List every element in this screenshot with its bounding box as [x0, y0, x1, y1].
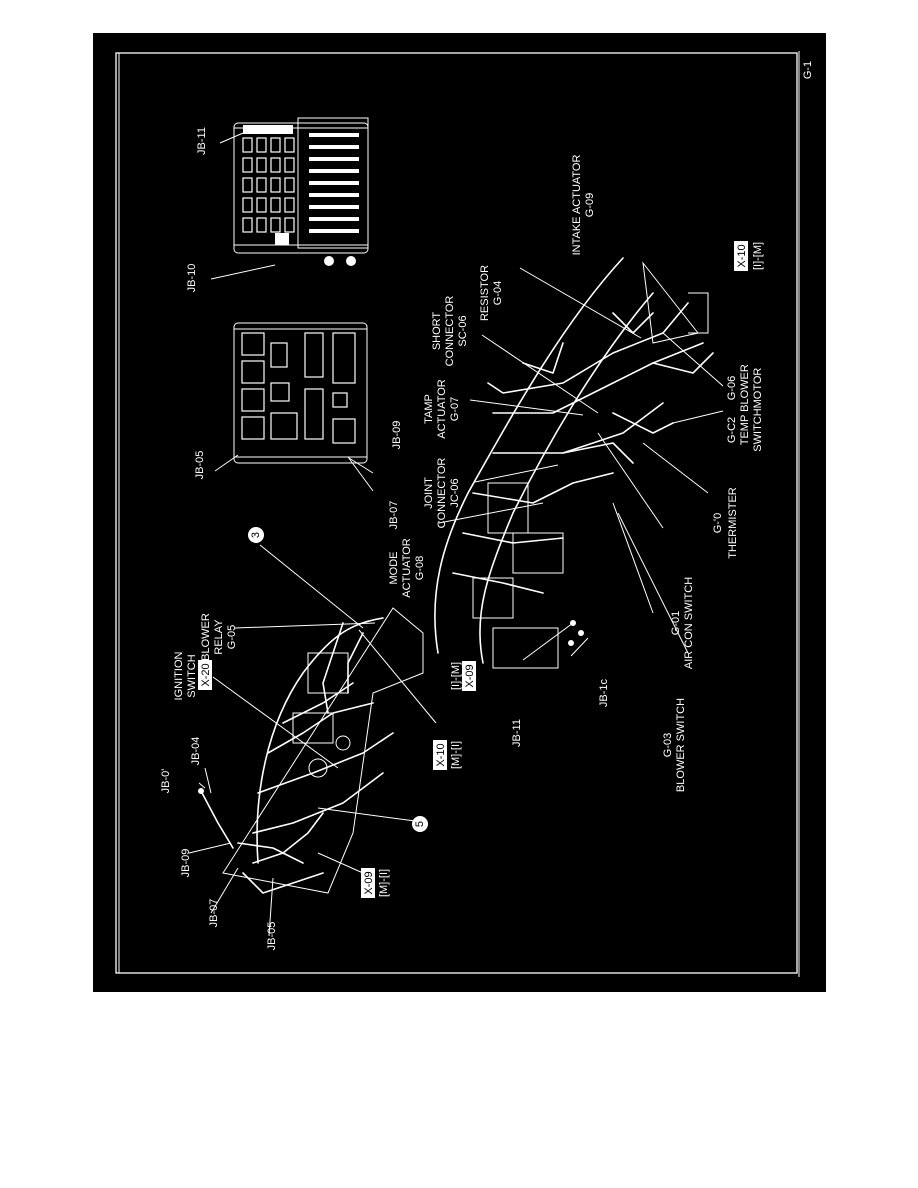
svg-text:BLOWER: BLOWER	[200, 613, 212, 661]
svg-text:[M]-[I]: [M]-[I]	[378, 869, 390, 897]
svg-text:G-03: G-03	[662, 733, 674, 757]
svg-text:INTAKE ACTUATOR: INTAKE ACTUATOR	[571, 155, 583, 256]
svg-text:JOINT: JOINT	[423, 477, 435, 509]
svg-text:JB-0': JB-0'	[160, 769, 172, 794]
svg-text:3: 3	[250, 532, 262, 538]
svg-text:G-04: G-04	[492, 281, 504, 305]
svg-text:JB-05: JB-05	[266, 922, 278, 951]
svg-text:X-09: X-09	[363, 871, 375, 894]
svg-text:JB-09: JB-09	[180, 849, 192, 878]
label-jb04-left: JB-04	[190, 737, 202, 766]
svg-text:ACTUATOR: ACTUATOR	[401, 538, 413, 598]
leader-lines	[188, 129, 724, 937]
svg-text:SWITCH: SWITCH	[186, 654, 198, 697]
svg-text:JB-05: JB-05	[194, 451, 206, 480]
svg-text:SC-06: SC-06	[457, 315, 469, 346]
label-air-con-switch: G-01 AIR CON SWITCH	[670, 577, 695, 669]
svg-text:G-01: G-01	[670, 611, 682, 635]
svg-text:CONNECTOR: CONNECTOR	[436, 458, 448, 529]
relay-socket-grid	[309, 133, 359, 233]
label-jb09-left: JB-09	[180, 849, 192, 878]
label-jb05-left: JB-05	[266, 922, 278, 951]
label-x09-low: X-09 [M]-[I]	[361, 868, 390, 898]
svg-text:JB-04: JB-04	[190, 737, 202, 766]
hvac-assembly	[434, 257, 714, 669]
svg-text:AIR CON SWITCH: AIR CON SWITCH	[683, 577, 695, 669]
svg-text:SWITCH: SWITCH	[752, 408, 764, 451]
svg-text:JB-11: JB-11	[511, 719, 523, 747]
diagram-panel: G-1	[93, 33, 826, 992]
label-jb09-top: JB-09	[391, 421, 403, 450]
dash-wiring-harness	[198, 607, 424, 894]
svg-text:G-08: G-08	[414, 556, 426, 580]
inner-frame	[115, 52, 798, 974]
svg-text:G-09: G-09	[584, 193, 596, 217]
label-jb0x-left: JB-0'	[160, 769, 172, 794]
callout-3: 3	[248, 527, 264, 543]
label-short-connector: SHORT CONNECTOR SC-06	[431, 296, 469, 367]
svg-text:G-05: G-05	[226, 625, 238, 649]
svg-text:BLOWER: BLOWER	[739, 364, 751, 412]
callout-5: 5	[412, 816, 428, 832]
svg-text:JB-07: JB-07	[208, 899, 220, 928]
label-resistor: RESISTOR G-04	[479, 265, 504, 321]
svg-text:JB-07: JB-07	[388, 501, 400, 530]
label-temp-switch: G-C2 TEMP SWITCH	[726, 408, 764, 451]
svg-text:5: 5	[414, 821, 426, 827]
relay-box-jb05-jb07-jb09	[233, 322, 368, 464]
label-jb05-top: JB-05	[194, 451, 206, 480]
label-jb11-bottom: JB-11	[511, 719, 523, 747]
label-thermister: G-'0 THERMISTER	[712, 487, 739, 559]
svg-text:G-'0: G-'0	[712, 513, 724, 533]
svg-text:G-06: G-06	[726, 376, 738, 400]
svg-text:[I]-[M]: [I]-[M]	[752, 242, 764, 270]
svg-text:[I]-[M]: [I]-[M]	[450, 662, 462, 690]
label-x10-left: X-10 [M]-[I]	[433, 740, 462, 770]
svg-text:BLOWER SWITCH: BLOWER SWITCH	[675, 698, 687, 792]
page-id: G-1	[802, 61, 814, 79]
svg-text:X-20: X-20	[200, 663, 212, 686]
svg-text:JB-09: JB-09	[391, 421, 403, 450]
label-tamp-actuator: TAMP ACTUATOR G-07	[423, 379, 461, 439]
svg-text:JB-10: JB-10	[186, 264, 198, 293]
svg-text:X-09: X-09	[464, 664, 476, 687]
svg-text:G-C2: G-C2	[726, 417, 738, 443]
fuse-cells	[242, 125, 295, 245]
svg-text:MODE: MODE	[388, 552, 400, 585]
label-jb11-top: JB-11	[196, 127, 208, 155]
label-intake-actuator: INTAKE ACTUATOR G-09	[571, 155, 596, 256]
svg-text:TAMP: TAMP	[423, 394, 435, 424]
label-joint-connector: JOINT CONNECTOR JC-06	[423, 458, 461, 529]
svg-text:RESISTOR: RESISTOR	[479, 265, 491, 321]
svg-text:TEMP: TEMP	[739, 415, 751, 446]
svg-text:X-10: X-10	[736, 244, 748, 267]
svg-text:MOTOR: MOTOR	[752, 368, 764, 409]
svg-text:[M]-[I]: [M]-[I]	[450, 741, 462, 769]
svg-text:G-07: G-07	[449, 397, 461, 421]
label-blower-relay: BLOWER RELAY G-05	[200, 613, 238, 661]
wiring-diagram: G-1	[115, 51, 814, 977]
svg-text:JC-06: JC-06	[449, 478, 461, 507]
svg-text:JB-11: JB-11	[196, 127, 208, 155]
label-blower-switch: G-03 BLOWER SWITCH	[662, 698, 687, 792]
svg-text:ACTUATOR: ACTUATOR	[436, 379, 448, 439]
svg-text:THERMISTER: THERMISTER	[727, 487, 739, 559]
label-jb10-bottom: JB-1c	[598, 678, 610, 707]
label-x10-right: X-10 [I]-[M]	[734, 241, 764, 271]
junction-block-jb10-jb11	[233, 117, 369, 266]
label-jb07-left: JB-07	[208, 899, 220, 928]
svg-text:CONNECTOR: CONNECTOR	[444, 296, 456, 367]
label-blower-motor: G-06 BLOWER MOTOR	[726, 364, 764, 412]
svg-text:RELAY: RELAY	[213, 619, 225, 655]
label-jb07-top: JB-07	[388, 501, 400, 530]
label-mode-actuator: MODE ACTUATOR G-08	[388, 538, 426, 598]
label-x09-mid: [I]-[M] X-09	[450, 661, 476, 691]
svg-text:JB-1c: JB-1c	[598, 678, 610, 707]
svg-text:SHORT: SHORT	[431, 312, 443, 351]
svg-text:IGNITION: IGNITION	[173, 652, 185, 701]
svg-text:X-10: X-10	[435, 743, 447, 766]
label-ignition-switch: IGNITION SWITCH X-20	[173, 652, 212, 701]
label-jb10-top: JB-10	[186, 264, 198, 293]
